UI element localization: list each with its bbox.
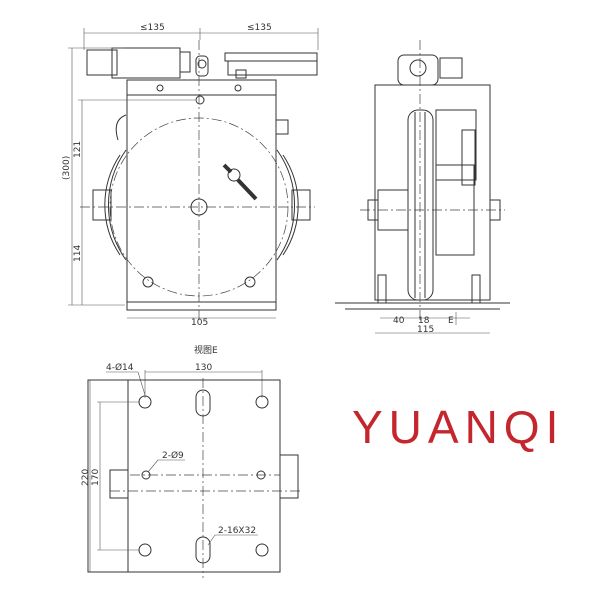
view-title: 视图E [194, 344, 218, 356]
side-dim-a: 40 [393, 316, 405, 326]
dim-lower: 114 [73, 245, 83, 262]
dim-outer: 220 [81, 469, 91, 486]
dim-inner: 170 [91, 469, 101, 486]
small-holes-label: 2-Ø9 [162, 450, 184, 461]
dim-top-right: ≤135 [247, 23, 272, 33]
dim-top-left: ≤135 [140, 23, 165, 33]
dim-width: 105 [191, 318, 208, 328]
side-dim-b: 18 [418, 316, 430, 326]
slots-label: 2-16X32 [218, 526, 256, 536]
dim-upper: 121 [73, 141, 83, 158]
side-view: 40 18 E 115 [335, 40, 510, 335]
brand-logo: YUANQI [352, 401, 564, 453]
hole-spacing: 130 [195, 363, 212, 373]
view-marker: E [448, 316, 454, 326]
front-view: ≤135 ≤135 [62, 23, 319, 328]
dim-total-height: (300) [62, 156, 72, 180]
holes-label: 4-Ø14 [106, 362, 134, 373]
bottom-view: 视图E 4-Ø14 130 2-Ø9 2-16X32 220 170 [81, 344, 300, 578]
side-dim-width: 115 [417, 325, 434, 335]
